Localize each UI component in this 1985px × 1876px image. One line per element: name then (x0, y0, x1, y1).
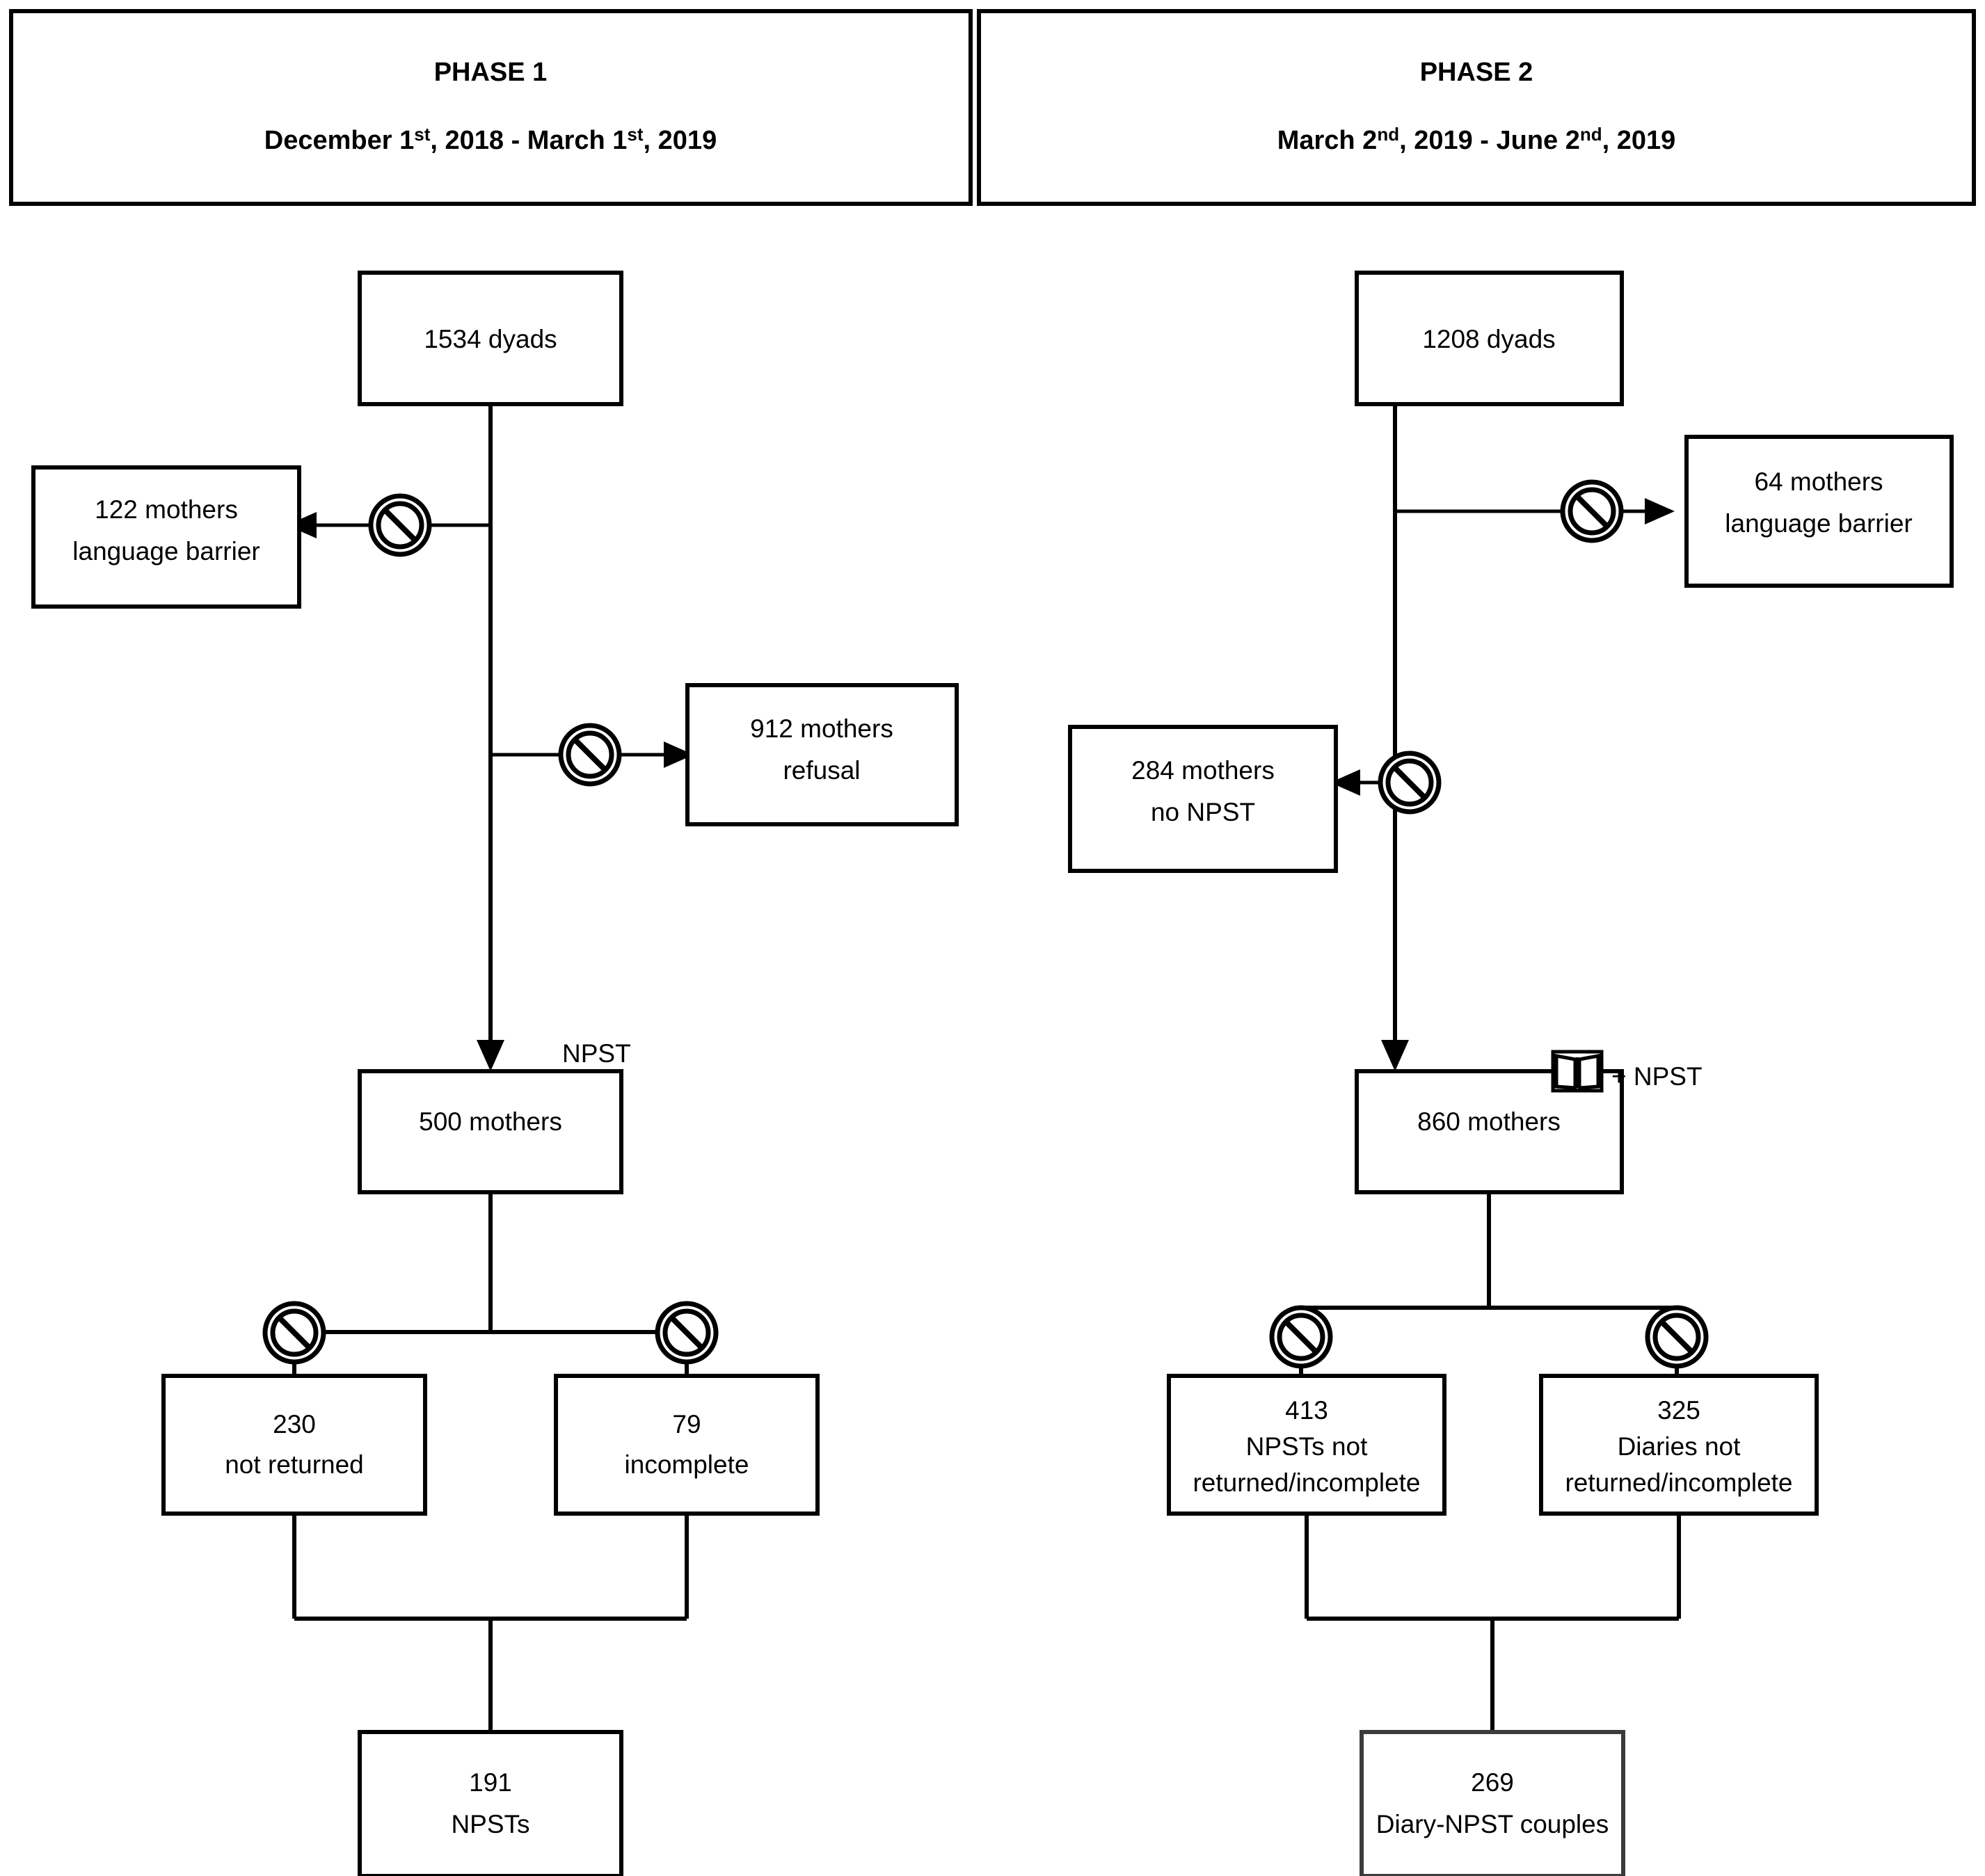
phase2-date-suffix: , 2019 (1602, 126, 1676, 155)
phase1-date-mid: , 2018 - March 1 (430, 126, 627, 155)
no-entry-icon (368, 493, 432, 557)
phase1-exclusion-language-box: 122 mothers language barrier (31, 465, 301, 609)
phase1-cohort-label: 500 mothers (419, 1107, 562, 1136)
phase1-exclusion-language-line2: language barrier (72, 537, 260, 566)
phase1-loss-left-line2: not returned (225, 1450, 364, 1479)
phase1-loss-right-box: 79 incomplete (554, 1374, 820, 1516)
book-icon (1551, 1050, 1604, 1093)
phase1-exclusion-language-line1: 122 mothers (95, 495, 238, 524)
phase2-exclusion-language-box: 64 mothers language barrier (1684, 435, 1954, 588)
phase1-date-sup1: st (414, 124, 430, 145)
phase1-branch-refusal-arrowhead (664, 741, 694, 768)
phase1-date-suffix: , 2019 (644, 126, 717, 155)
phase2-loss-left-box: 413 NPSTs not returned/incomplete (1167, 1374, 1446, 1516)
phase1-instrument-label: NPST (562, 1039, 631, 1068)
phase2-cohort-label: 860 mothers (1417, 1107, 1561, 1136)
phase2-final-line2: Diary-NPST couples (1376, 1810, 1609, 1838)
phase1-loss-left-box: 230 not returned (161, 1374, 427, 1516)
phase2-exclusion-nonpst-line2: no NPST (1151, 798, 1255, 826)
phase2-date-mid: , 2019 - June 2 (1399, 126, 1580, 155)
phase2-dates: March 2nd, 2019 - June 2nd, 2019 (1277, 124, 1676, 155)
no-entry-icon (1269, 1305, 1333, 1369)
phase2-exclusion-language-line2: language barrier (1725, 509, 1912, 538)
phase1-date-sup2: st (627, 124, 643, 145)
phase1-cohort-box: 500 mothers (358, 1069, 623, 1194)
phase1-header: PHASE 1 December 1st, 2018 - March 1st, … (9, 9, 973, 206)
phase1-start-label: 1534 dyads (424, 325, 557, 353)
no-entry-icon (262, 1301, 326, 1365)
phase1-exclusion-refusal-line2: refusal (783, 756, 860, 785)
phase2-loss-right-line3: returned/incomplete (1565, 1468, 1792, 1497)
phase2-date-sup1: nd (1377, 124, 1399, 145)
phase2-loss-left-line3: returned/incomplete (1193, 1468, 1420, 1497)
phase1-final-line1: 191 (469, 1768, 512, 1797)
no-entry-icon (1645, 1305, 1709, 1369)
phase1-branch-language-arrowhead (287, 512, 317, 538)
phase1-final-line2: NPSTs (451, 1810, 529, 1838)
phase2-branch-nonpst-arrowhead (1330, 769, 1360, 796)
phase2-loss-left-line1: 413 (1285, 1396, 1328, 1425)
no-entry-icon (655, 1301, 719, 1365)
no-entry-icon (558, 723, 622, 787)
phase2-loss-right-line1: 325 (1657, 1396, 1700, 1425)
phase2-start-box: 1208 dyads (1355, 271, 1624, 406)
phase1-start-box: 1534 dyads (358, 271, 623, 406)
no-entry-icon (1560, 479, 1624, 543)
phase1-date-prefix: December 1 (264, 126, 414, 155)
phase1-loss-right-line2: incomplete (625, 1450, 749, 1479)
phase2-exclusion-nonpst-box: 284 mothers no NPST (1068, 725, 1338, 873)
phase2-final-box: 269 Diary-NPST couples (1360, 1730, 1625, 1876)
phase2-start-label: 1208 dyads (1422, 325, 1555, 353)
phase2-exclusion-language-line1: 64 mothers (1754, 467, 1883, 496)
no-entry-icon (1378, 751, 1442, 815)
phase1-exclusion-refusal-box: 912 mothers refusal (685, 683, 959, 826)
phase2-date-sup2: nd (1580, 124, 1602, 145)
phase2-loss-right-line2: Diaries not (1618, 1432, 1741, 1461)
phase2-loss-right-box: 325 Diaries not returned/incomplete (1539, 1374, 1819, 1516)
phase2-title: PHASE 2 (1420, 58, 1533, 87)
phase2-header: PHASE 2 March 2nd, 2019 - June 2nd, 2019 (977, 9, 1976, 206)
phase1-spine-arrowhead (477, 1040, 504, 1071)
phase1-final-box: 191 NPSTs (358, 1730, 623, 1876)
phase2-branch-language-arrowhead (1645, 498, 1675, 524)
phase1-exclusion-refusal-line1: 912 mothers (750, 714, 893, 743)
phase2-instrument-label: + NPST (1611, 1062, 1703, 1091)
phase2-date-prefix: March 2 (1277, 126, 1378, 155)
phase2-exclusion-nonpst-line1: 284 mothers (1131, 756, 1275, 785)
phase1-loss-right-line1: 79 (672, 1410, 701, 1438)
phase1-title: PHASE 1 (434, 58, 548, 87)
phase1-dates: December 1st, 2018 - March 1st, 2019 (264, 124, 717, 155)
phase1-loss-left-line1: 230 (273, 1410, 316, 1438)
phase2-spine-arrowhead (1381, 1040, 1409, 1071)
phase2-loss-left-line2: NPSTs not (1246, 1432, 1369, 1461)
phase2-final-line1: 269 (1471, 1768, 1514, 1797)
